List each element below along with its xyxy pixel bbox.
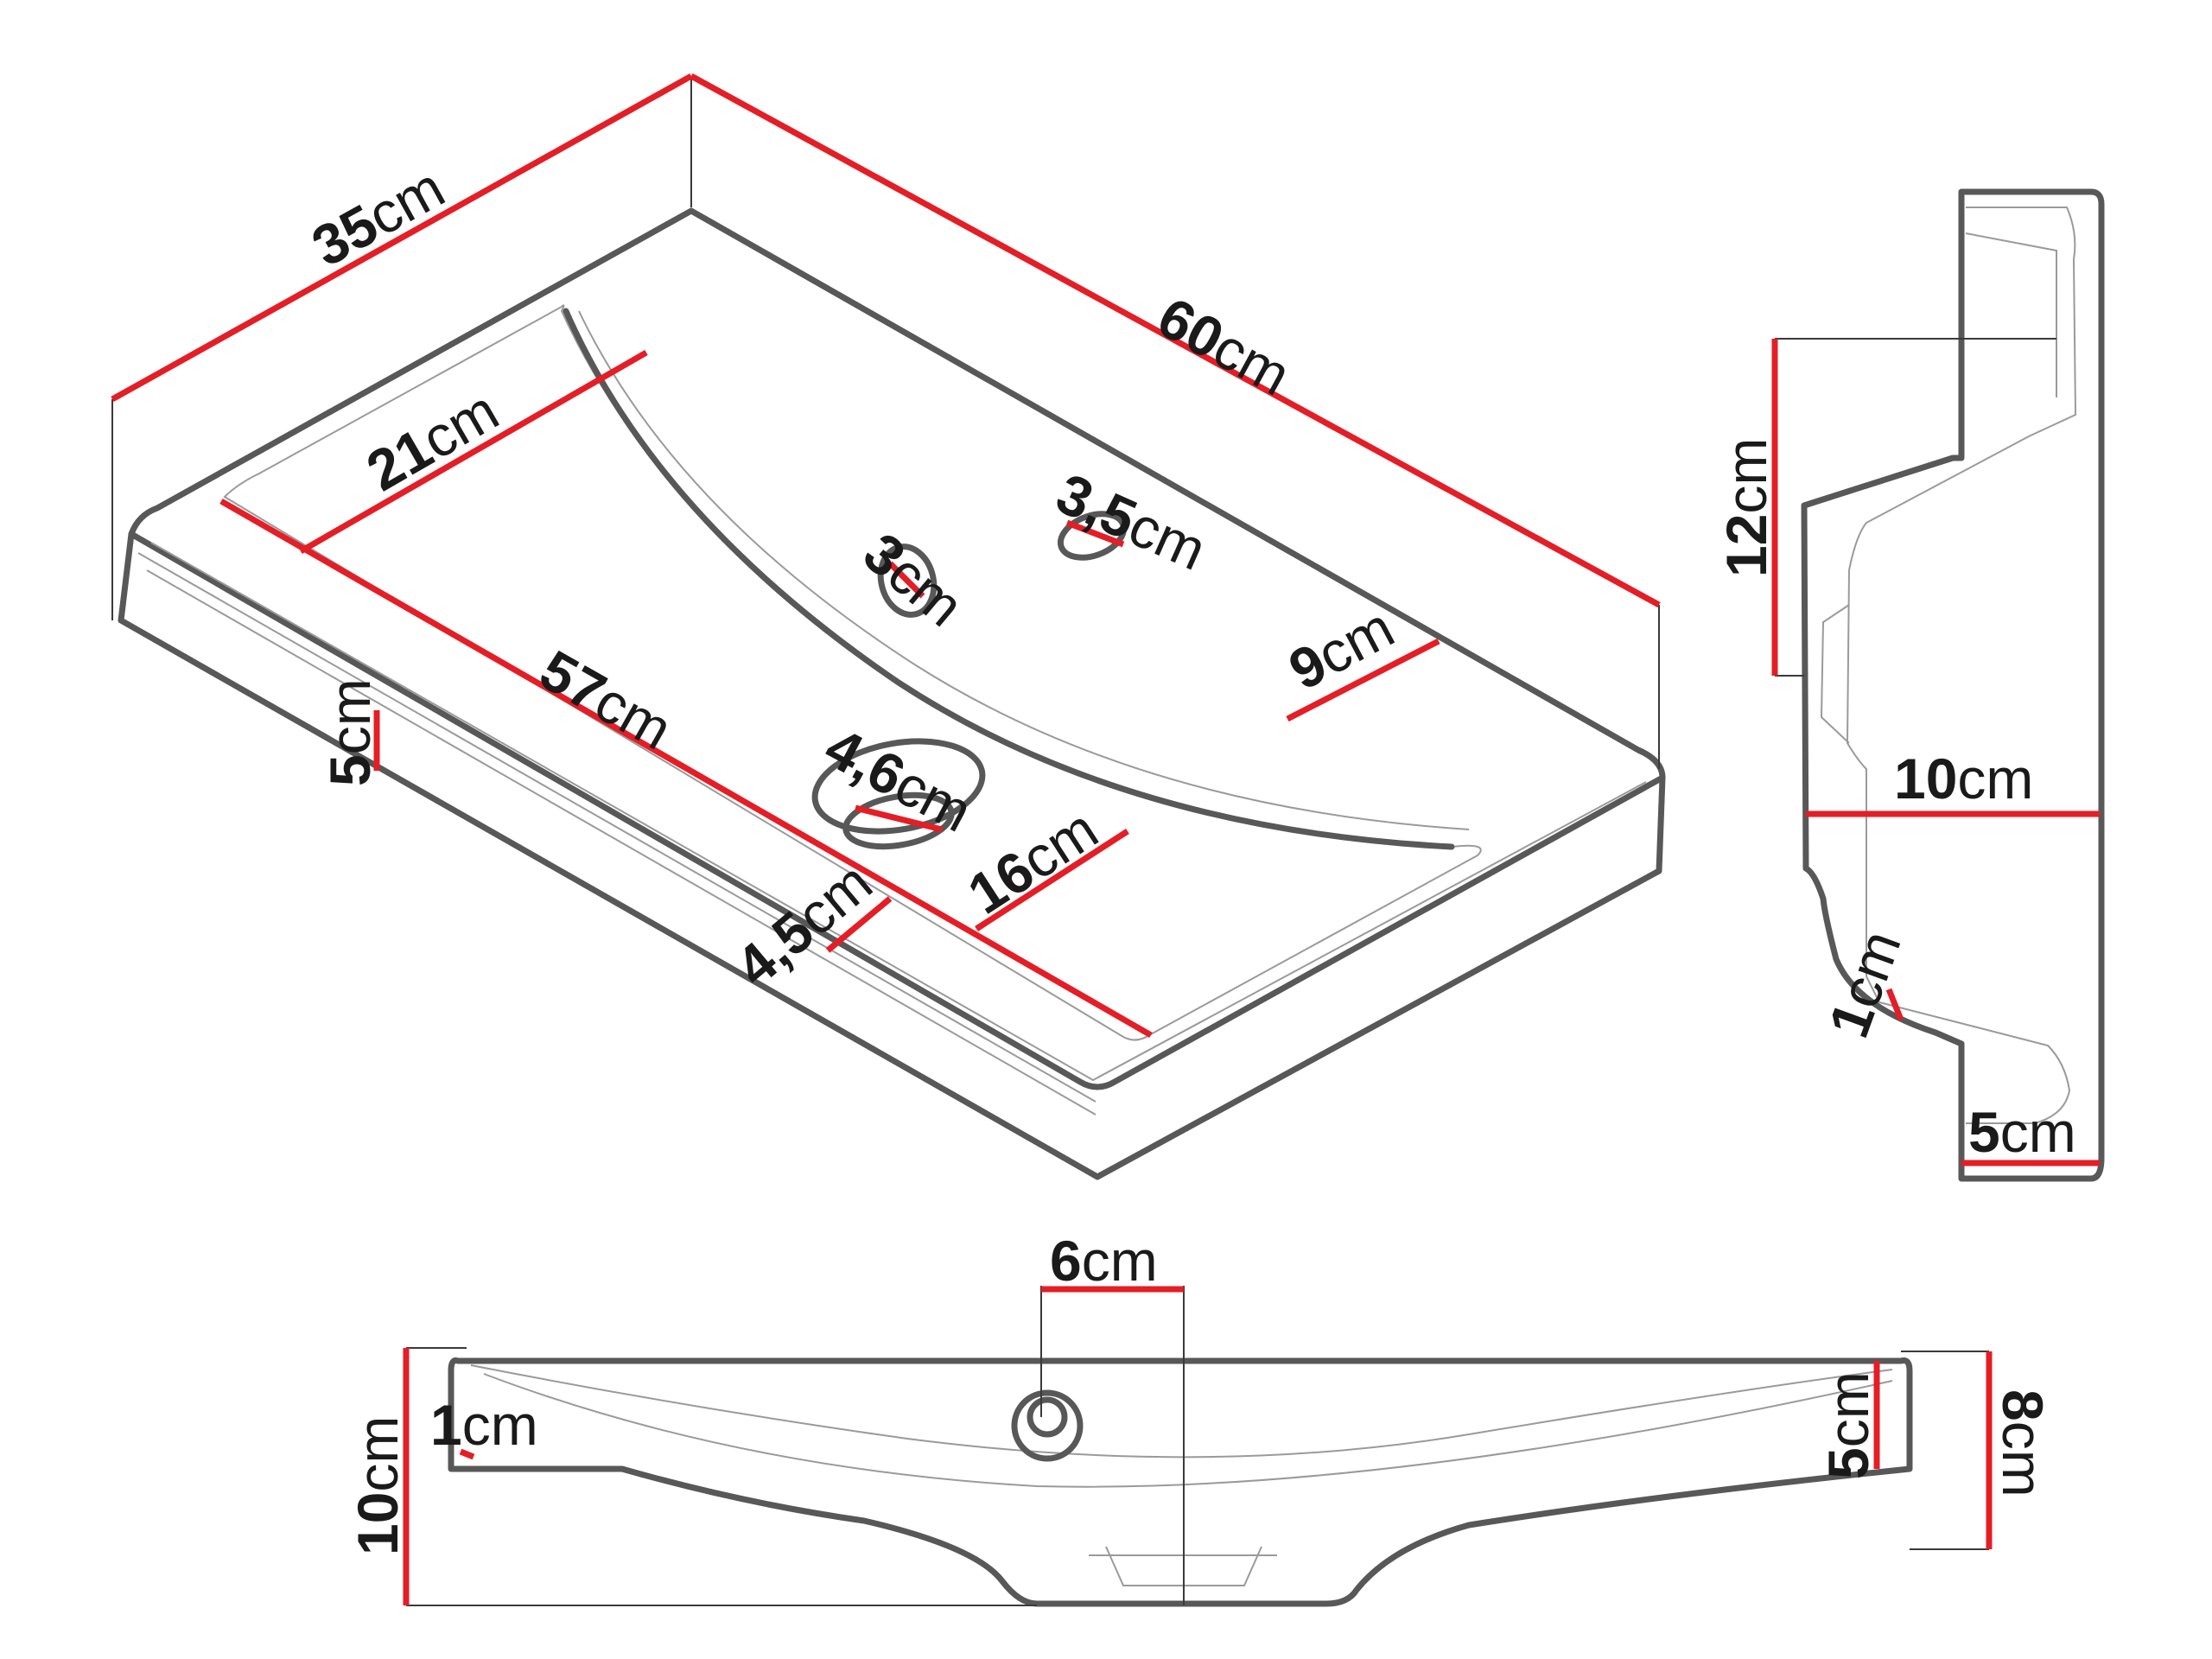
dim-line-overflow: [887, 561, 925, 599]
side-view: 12cm 10cm 1cm 5cm: [1714, 188, 2105, 1182]
overflow-hole: [877, 543, 938, 618]
label-rim: 1cm: [430, 1393, 538, 1457]
dim-line-front-ledge: [825, 896, 893, 953]
label-total-height: 10cm: [346, 1416, 410, 1555]
front-view: 6cm 10cm 1cm 5cm 8cm: [346, 1229, 2055, 1607]
dim-line-width: [690, 73, 1661, 608]
label-rim-height: 5cm: [318, 678, 382, 786]
dim-line-bowl-length: [219, 498, 1153, 1039]
front-tap-hole-outer: [1011, 1389, 1084, 1462]
front-tap-hole-inner: [1027, 1396, 1068, 1438]
label-edge-height: 5cm: [1816, 1371, 1880, 1479]
dim-line-depth: [111, 73, 693, 403]
tap-hole: [1057, 511, 1128, 561]
drain-hole-inner: [842, 791, 955, 850]
label-side-height: 8cm: [1991, 1389, 2055, 1497]
label-overflow-hole: 3cm: [852, 520, 976, 639]
dim-line-drain: [855, 804, 943, 833]
label-side-foot: 5cm: [1968, 1100, 2076, 1164]
label-width: 60cm: [1147, 284, 1300, 407]
drain-hole-outer: [811, 738, 986, 835]
bowl-curve: [563, 308, 1455, 850]
dim-line-rear-ledge: [1286, 638, 1440, 722]
front-profile: [448, 1357, 1913, 1607]
top-view: 35cm 60cm 21cm 57cm 3cm 3,5cm 9cm 4,6cm …: [111, 73, 1666, 1180]
label-tap-hole-width: 6cm: [1050, 1229, 1158, 1293]
dim-line-bowl-depth: [299, 349, 648, 555]
dim-line-side-wall: [1885, 988, 1904, 1021]
label-side-depth: 10cm: [1894, 747, 2033, 810]
dim-line-tap: [1065, 519, 1125, 548]
dim-line-drain-offset: [975, 829, 1129, 931]
label-depth: 35cm: [302, 155, 454, 278]
side-profile: [1801, 188, 2105, 1182]
dim-line-rim: [459, 1448, 475, 1460]
label-back-height: 12cm: [1714, 438, 1778, 577]
